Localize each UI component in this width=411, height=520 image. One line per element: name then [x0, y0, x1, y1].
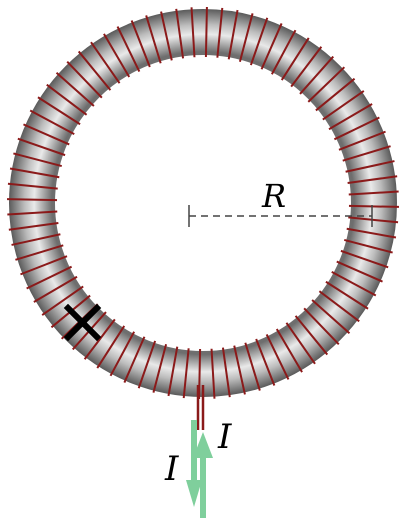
- coil-turn: [123, 336, 146, 383]
- coil-turn: [348, 204, 399, 208]
- x-mark-icon: [63, 303, 102, 342]
- coil-turn: [55, 72, 95, 107]
- lead-wires: [196, 385, 205, 430]
- coil-turn: [315, 77, 356, 112]
- radius-label: R: [261, 177, 286, 215]
- coil-turn: [90, 41, 121, 84]
- coil-turn: [20, 255, 68, 276]
- coil-turn: [103, 33, 131, 78]
- coil-turn: [265, 333, 290, 380]
- current-label-down: I: [164, 449, 179, 489]
- coil-turn: [299, 55, 334, 95]
- coil-turn: [26, 265, 73, 290]
- coil-turn: [290, 46, 323, 88]
- coil-turn: [338, 130, 386, 151]
- coil-turn: [347, 175, 398, 185]
- coil-turn: [244, 342, 261, 391]
- coil-turn: [17, 137, 66, 157]
- radius-indicator: [188, 205, 373, 227]
- coil-turn: [328, 103, 373, 131]
- coil-turn: [190, 7, 196, 58]
- coil-turn: [7, 198, 58, 202]
- coil-turn: [303, 307, 340, 346]
- coil-turn: [216, 7, 224, 58]
- toroid-core: [9, 9, 397, 397]
- coil-turn: [13, 152, 62, 168]
- coil-turn: [333, 116, 380, 141]
- coil-turn: [41, 285, 84, 316]
- coil-turn: [346, 227, 397, 239]
- coil-turn: [175, 8, 185, 59]
- coil-turn: [167, 346, 179, 397]
- coil-turn: [322, 90, 365, 121]
- coil-turn: [348, 216, 399, 224]
- coil-turn: [280, 37, 310, 81]
- current-arrow-up: [193, 432, 213, 518]
- coil-turn: [37, 96, 81, 126]
- coil-turn: [11, 233, 61, 246]
- coil-turn: [29, 109, 75, 136]
- coil-turn: [342, 145, 391, 162]
- coil-turn: [285, 322, 316, 365]
- coil-turn: [83, 318, 116, 360]
- coil-turn: [152, 344, 168, 393]
- coil-turn: [137, 340, 157, 389]
- coil-turn: [77, 50, 112, 91]
- coil-turn: [340, 249, 389, 269]
- coil-turn: [348, 190, 399, 196]
- coil-turn: [9, 167, 60, 179]
- coil-turn: [255, 338, 276, 386]
- coil-turn: [210, 348, 216, 399]
- coil-turn: [130, 20, 151, 68]
- coil-turn: [160, 11, 173, 61]
- coil-turn: [8, 221, 59, 231]
- coil-turn: [336, 260, 383, 283]
- coil-turn: [294, 315, 329, 356]
- coil-turn: [331, 270, 377, 297]
- coil-turn: [116, 26, 141, 73]
- coil-turn: [260, 23, 283, 70]
- coil-turn: [182, 348, 190, 399]
- coil-turn: [15, 244, 64, 261]
- current-label-up: I: [217, 417, 232, 457]
- coil-turn: [270, 29, 297, 75]
- coil-turn: [249, 17, 269, 66]
- coil-turn: [46, 83, 88, 116]
- coil-turn: [7, 210, 58, 216]
- coil-turn: [109, 331, 136, 377]
- coil-turn: [311, 299, 351, 334]
- coil-turn: [325, 280, 369, 310]
- coil-turn: [344, 238, 393, 254]
- coil-turn: [23, 123, 70, 146]
- coil-windings: [7, 7, 399, 399]
- coil-turn: [238, 13, 254, 62]
- coil-turn: [307, 66, 346, 103]
- coil-turn: [275, 328, 303, 373]
- coil-turn: [233, 345, 246, 395]
- coil-turn: [221, 347, 231, 398]
- coil-turn: [96, 325, 126, 369]
- coil-turn: [204, 7, 208, 58]
- coil-turn: [33, 275, 78, 303]
- coil-turn: [345, 160, 395, 173]
- coil-turn: [7, 182, 58, 190]
- coil-turn: [227, 9, 239, 60]
- coil-turn: [66, 60, 103, 99]
- coil-turn: [318, 290, 360, 323]
- current-arrow-down: [186, 420, 202, 507]
- coil-turn: [145, 15, 162, 64]
